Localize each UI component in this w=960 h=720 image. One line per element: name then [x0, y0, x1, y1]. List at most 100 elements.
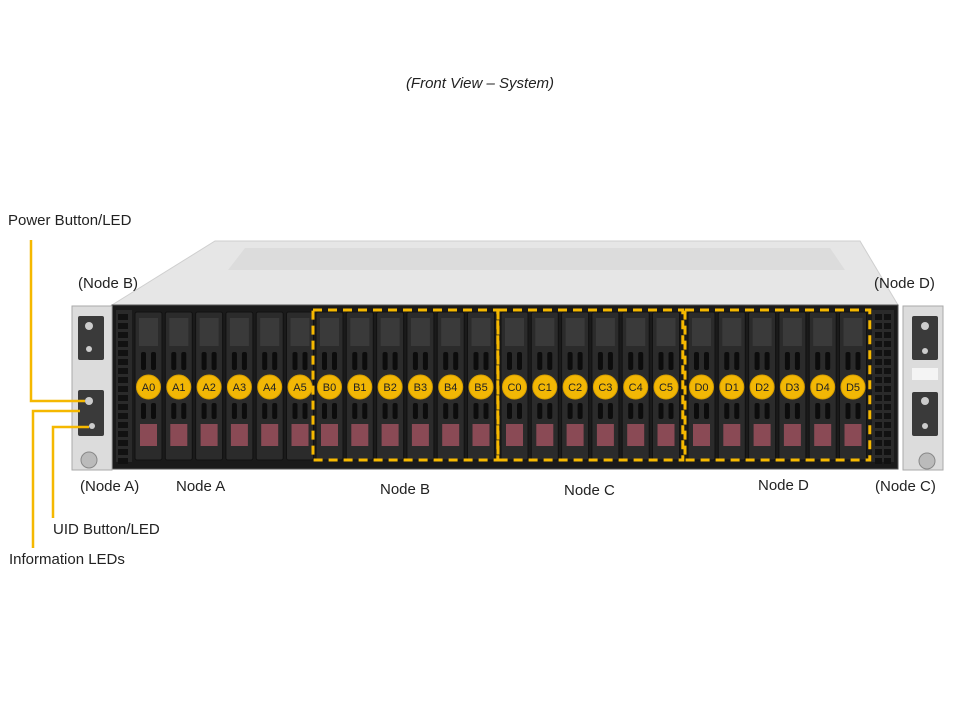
drive-bay-d4[interactable]: D4 — [808, 311, 837, 461]
drive-release-tab[interactable] — [261, 424, 279, 446]
drive-bay-b0[interactable]: B0 — [315, 311, 344, 461]
right-control-ear — [902, 305, 944, 471]
drive-release-tab[interactable] — [472, 424, 490, 446]
drive-release-tab[interactable] — [506, 424, 523, 446]
drive-release-tab[interactable] — [596, 424, 614, 446]
drive-release-tab[interactable] — [381, 424, 399, 446]
drive-bay-a3[interactable]: A3 — [225, 311, 254, 461]
vent-slot — [875, 359, 882, 365]
drive-bay-b2[interactable]: B2 — [376, 311, 405, 461]
bay-badge — [562, 374, 588, 400]
drive-bay-c0[interactable]: C0 — [500, 311, 529, 461]
bay-badge — [438, 374, 464, 400]
drive-release-tab[interactable] — [657, 424, 675, 446]
drive-release-tab[interactable] — [411, 424, 429, 446]
vent-slot — [884, 314, 891, 320]
uid-button-node-c[interactable] — [922, 423, 928, 429]
drive-bay-b4[interactable]: B4 — [436, 311, 465, 461]
drive-bay-b5[interactable]: B5 — [467, 311, 495, 461]
drive-release-tab[interactable] — [230, 424, 248, 446]
drive-bay-a5[interactable]: A5 — [286, 311, 314, 461]
drive-bay-d1[interactable]: D1 — [717, 311, 746, 461]
drive-release-tab[interactable] — [814, 424, 832, 446]
uid-button-label: UID Button/LED — [53, 521, 160, 538]
vent-slot — [875, 341, 882, 347]
vent-slot — [884, 377, 891, 383]
drive-bay-a0[interactable]: A0 — [134, 311, 163, 461]
drive-bay-b1[interactable]: B1 — [345, 311, 374, 461]
drive-release-tab[interactable] — [753, 424, 771, 446]
drive-bay-a2[interactable]: A2 — [195, 311, 224, 461]
drive-bay-c3[interactable]: C3 — [591, 311, 620, 461]
ear-label-bottom-right: (Node C) — [875, 478, 936, 495]
vent-slot — [118, 386, 128, 392]
drive-bay-c2[interactable]: C2 — [561, 311, 590, 461]
drive-release-tab[interactable] — [351, 424, 369, 446]
drive-bay-b3[interactable]: B3 — [406, 311, 435, 461]
drive-bay-d5[interactable]: D5 — [839, 311, 867, 461]
vent-slot — [884, 431, 891, 437]
bay-label: A3 — [233, 382, 246, 394]
drive-release-tab[interactable] — [566, 424, 584, 446]
drive-bay-c1[interactable]: C1 — [530, 311, 559, 461]
uid-button-node-b[interactable] — [86, 346, 92, 352]
bay-label: A1 — [172, 382, 185, 394]
bay-label: C3 — [598, 382, 612, 394]
drive-release-tab[interactable] — [291, 424, 309, 446]
drive-bay-a1[interactable]: A1 — [164, 311, 193, 461]
power-button-node-a[interactable] — [85, 397, 93, 405]
drive-bay-d3[interactable]: D3 — [778, 311, 807, 461]
node-highlight-box — [683, 308, 872, 462]
power-button-node-d[interactable] — [921, 322, 929, 330]
vent-slot — [118, 323, 128, 329]
drive-release-tab[interactable] — [783, 424, 801, 446]
drive-bay-c5[interactable]: C5 — [652, 311, 680, 461]
bay-badge — [166, 374, 192, 400]
bay-label: B0 — [323, 382, 336, 394]
thumbscrew-right[interactable] — [918, 452, 936, 470]
uid-button-node-a[interactable] — [89, 423, 95, 429]
ear-label-bottom-left: (Node A) — [80, 478, 140, 495]
vent-slot — [875, 458, 882, 464]
power-button-node-c[interactable] — [921, 397, 929, 405]
vent-slot — [884, 422, 891, 428]
bay-badge — [468, 374, 494, 400]
drive-release-tab[interactable] — [723, 424, 741, 446]
power-button-label: Power Button/LED — [8, 212, 132, 229]
node-c-label: Node C — [564, 482, 615, 499]
power-callout-line — [29, 240, 85, 403]
drive-bay-c4[interactable]: C4 — [621, 311, 650, 461]
drive-release-tab[interactable] — [140, 424, 157, 446]
drive-bay-a4[interactable]: A4 — [255, 311, 284, 461]
drive-release-tab[interactable] — [536, 424, 554, 446]
bay-badge — [779, 374, 805, 400]
node-highlight-box — [496, 308, 685, 462]
vent-slot — [875, 314, 882, 320]
bay-badge — [653, 374, 679, 400]
thumbscrew-left[interactable] — [80, 451, 98, 469]
vent-slot — [875, 368, 882, 374]
uid-button-node-d[interactable] — [922, 348, 928, 354]
drive-release-tab[interactable] — [844, 424, 862, 446]
drive-release-tab[interactable] — [200, 424, 218, 446]
vent-slot — [884, 341, 891, 347]
drive-release-tab[interactable] — [627, 424, 645, 446]
drive-bay-d0[interactable]: D0 — [687, 311, 716, 461]
drive-release-tab[interactable] — [170, 424, 188, 446]
supermicro-logo — [912, 368, 938, 380]
drive-release-tab[interactable] — [321, 424, 338, 446]
power-button-node-b[interactable] — [85, 322, 93, 330]
drive-release-tab[interactable] — [442, 424, 460, 446]
vent-slot — [884, 395, 891, 401]
vent-slot — [875, 449, 882, 455]
vent-slot — [118, 404, 128, 410]
drive-release-tab[interactable] — [693, 424, 710, 446]
bay-label: D4 — [816, 382, 830, 394]
drive-bay-d2[interactable]: D2 — [748, 311, 777, 461]
bay-badge — [226, 374, 252, 400]
info-leds-callout-line — [31, 409, 80, 548]
